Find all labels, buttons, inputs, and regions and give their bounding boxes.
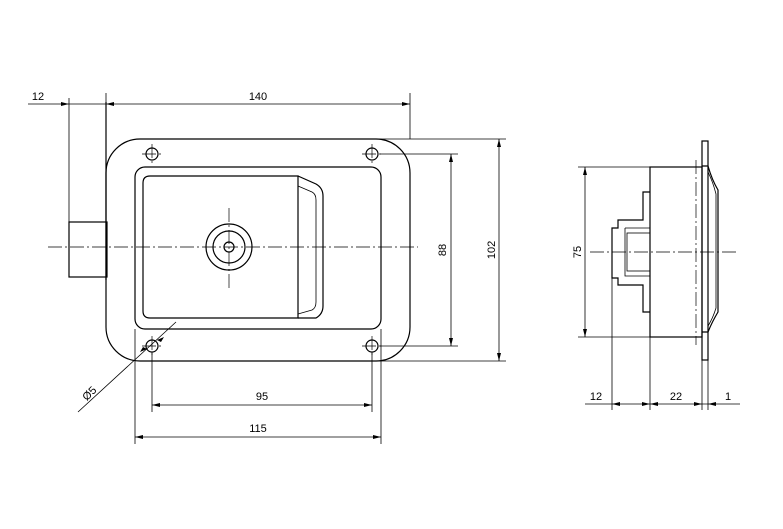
dimension-recess-width: 115 — [134, 329, 382, 444]
latch-bolt — [68, 102, 108, 280]
dimension-side-height: 75 — [572, 166, 650, 338]
side-view: 75 12 22 1 — [572, 140, 740, 410]
dimension-hole-diameter: Ø5 — [77, 321, 177, 413]
dim-side-12-label: 12 — [590, 391, 602, 403]
dim-140-label: 140 — [249, 91, 267, 103]
front-view: 140 12 102 88 — [28, 91, 506, 444]
dim-102-label: 102 — [486, 241, 498, 259]
dimension-side-depths: 12 22 1 — [585, 278, 740, 410]
dim-diameter-label: Ø5 — [80, 384, 99, 403]
dim-95-label: 95 — [256, 391, 268, 403]
dimension-outer-height: 102 — [372, 138, 506, 362]
dim-12-label: 12 — [32, 91, 44, 103]
dim-side-22-label: 22 — [670, 391, 682, 403]
dim-115-label: 115 — [249, 423, 267, 435]
dimension-hole-spacing: 95 — [151, 352, 373, 412]
paddle-handle — [142, 175, 324, 319]
side-flange — [701, 140, 709, 361]
side-latch-profile — [611, 191, 650, 313]
dimension-hole-height: 88 — [380, 153, 458, 347]
dimension-bolt-offset: 12 — [28, 91, 106, 222]
dim-88-label: 88 — [437, 244, 449, 256]
side-housing-curve — [702, 165, 719, 333]
dim-side-1-label: 1 — [725, 391, 731, 403]
recess-outline — [134, 166, 382, 330]
dim-75-label: 75 — [572, 246, 584, 258]
mounting-holes — [142, 144, 382, 356]
outer-plate — [105, 138, 411, 362]
dimension-overall-width: 140 — [105, 91, 411, 139]
